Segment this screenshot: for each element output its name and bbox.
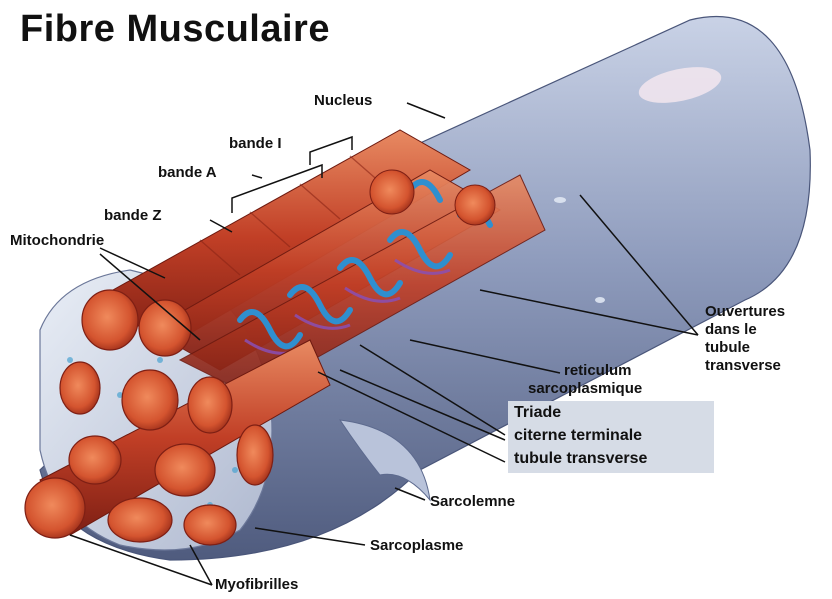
label-reticulum-line1: reticulum bbox=[558, 362, 642, 380]
label-mitochondrie: Mitochondrie bbox=[10, 232, 104, 249]
label-ouvertures-line4: transverse bbox=[705, 357, 785, 375]
label-sarcolemne: Sarcolemne bbox=[430, 493, 515, 510]
triad-label-box: Triade citerne terminale tubule transver… bbox=[508, 401, 714, 473]
page-title: Fibre Musculaire bbox=[20, 8, 330, 51]
label-ouvertures-line2: dans le bbox=[705, 321, 785, 339]
label-sarcoplasme: Sarcoplasme bbox=[370, 537, 463, 554]
label-bande-i: bande I bbox=[229, 135, 282, 152]
label-myofibrilles: Myofibrilles bbox=[215, 576, 298, 593]
label-nucleus: Nucleus bbox=[314, 92, 372, 109]
label-ouvertures-line3: tubule bbox=[705, 339, 785, 357]
label-citerne-terminale: citerne terminale bbox=[508, 424, 714, 447]
label-ouvertures-line1: Ouvertures bbox=[705, 303, 785, 321]
label-ouvertures: Ouvertures dans le tubule transverse bbox=[705, 303, 785, 375]
label-tubule-transverse: tubule transverse bbox=[508, 447, 714, 470]
label-reticulum-line2: sarcoplasmique bbox=[528, 380, 642, 398]
label-bande-a: bande A bbox=[158, 164, 217, 181]
label-bande-z: bande Z bbox=[104, 207, 162, 224]
label-reticulum: reticulum sarcoplasmique bbox=[558, 362, 642, 398]
label-triade: Triade bbox=[508, 401, 714, 424]
